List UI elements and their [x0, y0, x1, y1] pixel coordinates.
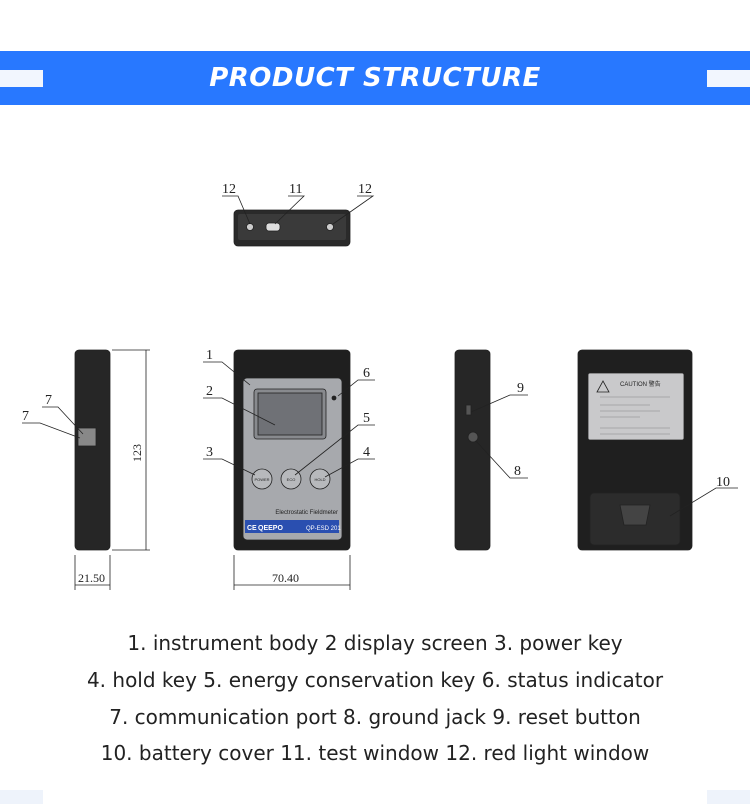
callout-8: 8 [514, 464, 521, 479]
caution-text: CAUTION 警告 [620, 380, 661, 388]
banner-decoration-right [707, 70, 750, 87]
red-light-window-right [326, 223, 334, 231]
footer-decoration-right [707, 790, 750, 804]
power-key-label: POWER [254, 477, 269, 482]
callout-12: 12 [222, 182, 236, 197]
callout-6: 6 [363, 366, 370, 381]
callout-7: 7 [45, 393, 52, 408]
callout-1: 1 [206, 348, 213, 363]
reset-button [465, 404, 472, 416]
red-light-window-left [246, 223, 254, 231]
ce-mark: CE [247, 525, 257, 532]
caption-line-4: 10. battery cover 11. test window 12. re… [100, 741, 650, 765]
model-number: QP-ESD 201 [306, 526, 341, 532]
right-side-view [454, 349, 528, 551]
callout-9: 9 [517, 381, 524, 396]
ground-jack [467, 431, 479, 443]
display-screen [257, 392, 323, 436]
callout-2: 2 [206, 384, 213, 399]
page-title: PRODUCT STRUCTURE [209, 63, 541, 93]
callout-5: 5 [363, 411, 370, 426]
callout-10: 10 [716, 475, 730, 490]
top-view [222, 195, 375, 247]
callout-12: 12 [358, 182, 372, 197]
width-dimension: 70.40 [272, 571, 299, 585]
back-view [577, 349, 738, 551]
communication-port [77, 427, 97, 447]
power-key [251, 468, 273, 490]
hold-key [309, 468, 331, 490]
callout-3: 3 [206, 445, 213, 460]
test-window [265, 222, 281, 232]
title-banner: PRODUCT STRUCTURE [0, 51, 750, 105]
caption-line-2: 4. hold key 5. energy conservation key 6… [86, 668, 664, 692]
callout-4: 4 [363, 445, 370, 460]
caution-label [587, 372, 685, 441]
left-side-view [22, 349, 150, 590]
caption-line-1: 1. instrument body 2 display screen 3. p… [127, 631, 623, 655]
height-dimension: 123 [130, 444, 144, 462]
front-view [203, 349, 375, 590]
product-name: Electrostatic Fieldmeter [275, 510, 338, 516]
hold-key-label: HOLD [314, 477, 325, 482]
caption-line-3: 7. communication port 8. ground jack 9. … [109, 705, 641, 729]
callout-7: 7 [22, 409, 29, 424]
footer-decoration-left [0, 790, 43, 804]
eco-key-label: ECO [287, 477, 296, 482]
status-indicator [331, 395, 337, 401]
depth-dimension: 21.50 [78, 571, 105, 585]
callout-11: 11 [289, 182, 302, 197]
banner-decoration-left [0, 70, 43, 87]
brand-logo: QEEPO [258, 525, 283, 532]
